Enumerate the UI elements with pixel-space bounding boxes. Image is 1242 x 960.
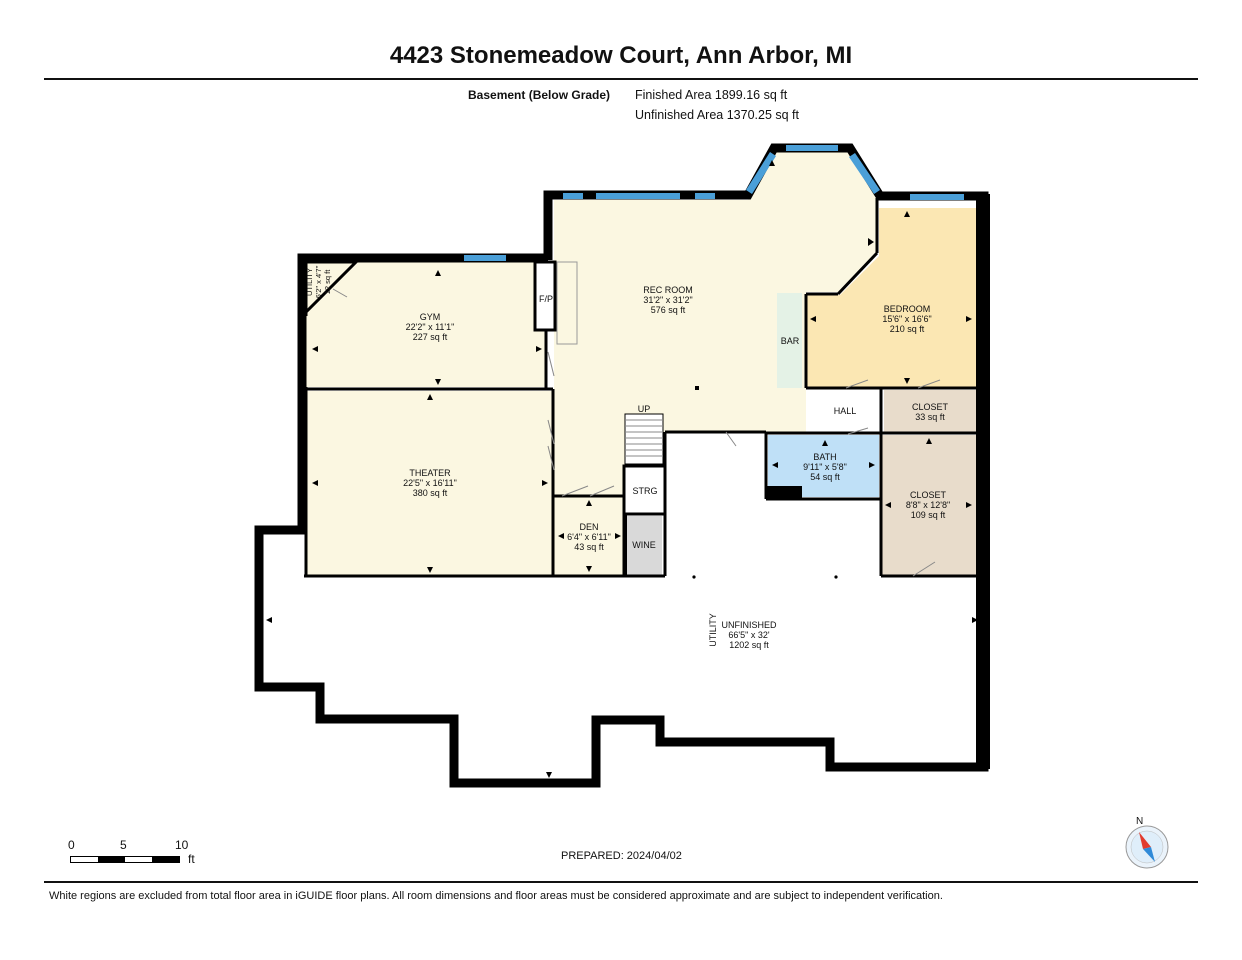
window [596, 193, 680, 199]
compass-north-label: N [1136, 816, 1143, 827]
den-dims: 6'4" x 6'11" [567, 532, 611, 542]
closet-large-dims: 8'8" x 12'8" [906, 500, 950, 510]
doors [332, 288, 941, 577]
gym-area: 227 sq ft [413, 332, 448, 342]
window [464, 255, 506, 261]
footer-rule [44, 881, 1198, 883]
theater-dims: 22'5" x 16'11" [403, 478, 457, 488]
unfinished-area: 1202 sq ft [729, 640, 769, 650]
den-fill [554, 496, 624, 575]
bedroom-fill [806, 208, 976, 387]
scale-label-10: 10 [175, 838, 189, 852]
room-fills [306, 152, 976, 575]
scale-unit: ft [188, 852, 195, 866]
rec-room-area: 576 sq ft [651, 305, 686, 315]
unfinished-dims: 66'5" x 32' [728, 630, 769, 640]
window [910, 194, 964, 200]
post-marker [692, 575, 696, 579]
rec-room-name: REC ROOM [643, 285, 693, 295]
theater-area: 380 sq ft [413, 488, 448, 498]
room-labels: REC ROOM 31'2" x 31'2" 576 sq ft BEDROOM… [403, 285, 950, 650]
fireplace-hearth [556, 261, 578, 345]
rec-room-dims: 31'2" x 31'2" [643, 295, 692, 305]
compass: N [1125, 816, 1169, 869]
closet-large-area: 109 sq ft [911, 510, 946, 520]
unfinished-name: UNFINISHED [721, 620, 777, 630]
closet-small-area: 33 sq ft [915, 412, 945, 422]
hall-fill [808, 390, 880, 432]
gym-dims: 22'2" x 11'1" [406, 322, 455, 332]
wine-fill [626, 516, 662, 575]
scale-label-5: 5 [120, 838, 127, 852]
den-name: DEN [579, 522, 598, 532]
compass-needle-tail-icon [1143, 847, 1155, 862]
theater-fill [306, 391, 553, 575]
bedroom-name: BEDROOM [884, 304, 931, 314]
floor-name: Basement (Below Grade) [468, 88, 611, 102]
utility-small-fill [304, 260, 360, 316]
compass-needle-icon [1139, 832, 1151, 849]
bedroom-area: 210 sq ft [890, 324, 925, 334]
closet-large-fill [881, 435, 976, 575]
page-title: 4423 Stonemeadow Court, Ann Arbor, MI [389, 42, 853, 69]
storage-box [622, 464, 667, 516]
window [695, 193, 715, 199]
post-marker [834, 575, 838, 579]
utility-small-name: UTILITY [305, 268, 314, 296]
utility-small-labels: UTILITY 6'2" x 4'7" 12 sq ft [305, 265, 332, 298]
scale-bar [70, 856, 180, 863]
scale-segment-black [98, 857, 125, 862]
dimension-markers [266, 160, 978, 778]
closet-small-fill [884, 390, 976, 432]
theater-name: THEATER [409, 468, 451, 478]
window [746, 152, 776, 194]
bedroom-east-wall [976, 194, 990, 769]
hall-label: HALL [834, 406, 857, 416]
strg-label: STRG [632, 486, 657, 496]
den-area: 43 sq ft [574, 542, 604, 552]
hall-strip-fill [554, 430, 624, 496]
bath-name: BATH [813, 452, 836, 462]
gym-fill [306, 262, 546, 387]
wine-label: WINE [632, 540, 656, 550]
stairs [624, 413, 664, 465]
header-rule [44, 78, 1198, 80]
window [786, 145, 838, 151]
closet-small-name: CLOSET [912, 402, 949, 412]
window [849, 153, 880, 194]
unfinished-area: Unfinished Area 1370.25 sq ft [635, 108, 800, 122]
bar-fill [777, 293, 802, 388]
wine-wall [624, 514, 627, 576]
utility-small-area: 12 sq ft [323, 269, 332, 295]
scale-segment-black [152, 857, 179, 862]
bar-label: BAR [781, 336, 800, 346]
windows [464, 145, 964, 261]
bath-dims: 9'11" x 5'8" [803, 462, 847, 472]
window [563, 193, 583, 199]
post-marker [695, 386, 699, 390]
bedroom-dims: 15'6" x 16'6" [882, 314, 931, 324]
scale-label-0: 0 [68, 838, 75, 852]
closet-large-name: CLOSET [910, 490, 947, 500]
fireplace-box [533, 260, 557, 332]
prepared-date: PREPARED: 2024/04/02 [561, 850, 682, 862]
finished-area: Finished Area 1899.16 sq ft [635, 88, 788, 102]
up-label: UP [638, 404, 651, 414]
fp-label: F/P [539, 294, 553, 304]
bath-wall-block [766, 486, 802, 499]
bath-area: 54 sq ft [810, 472, 840, 482]
utility-small-dims: 6'2" x 4'7" [314, 265, 323, 298]
gym-name: GYM [420, 312, 441, 322]
footer-disclaimer: White regions are excluded from total fl… [49, 890, 943, 902]
unfinished-side-label: UTILITY [708, 613, 718, 647]
